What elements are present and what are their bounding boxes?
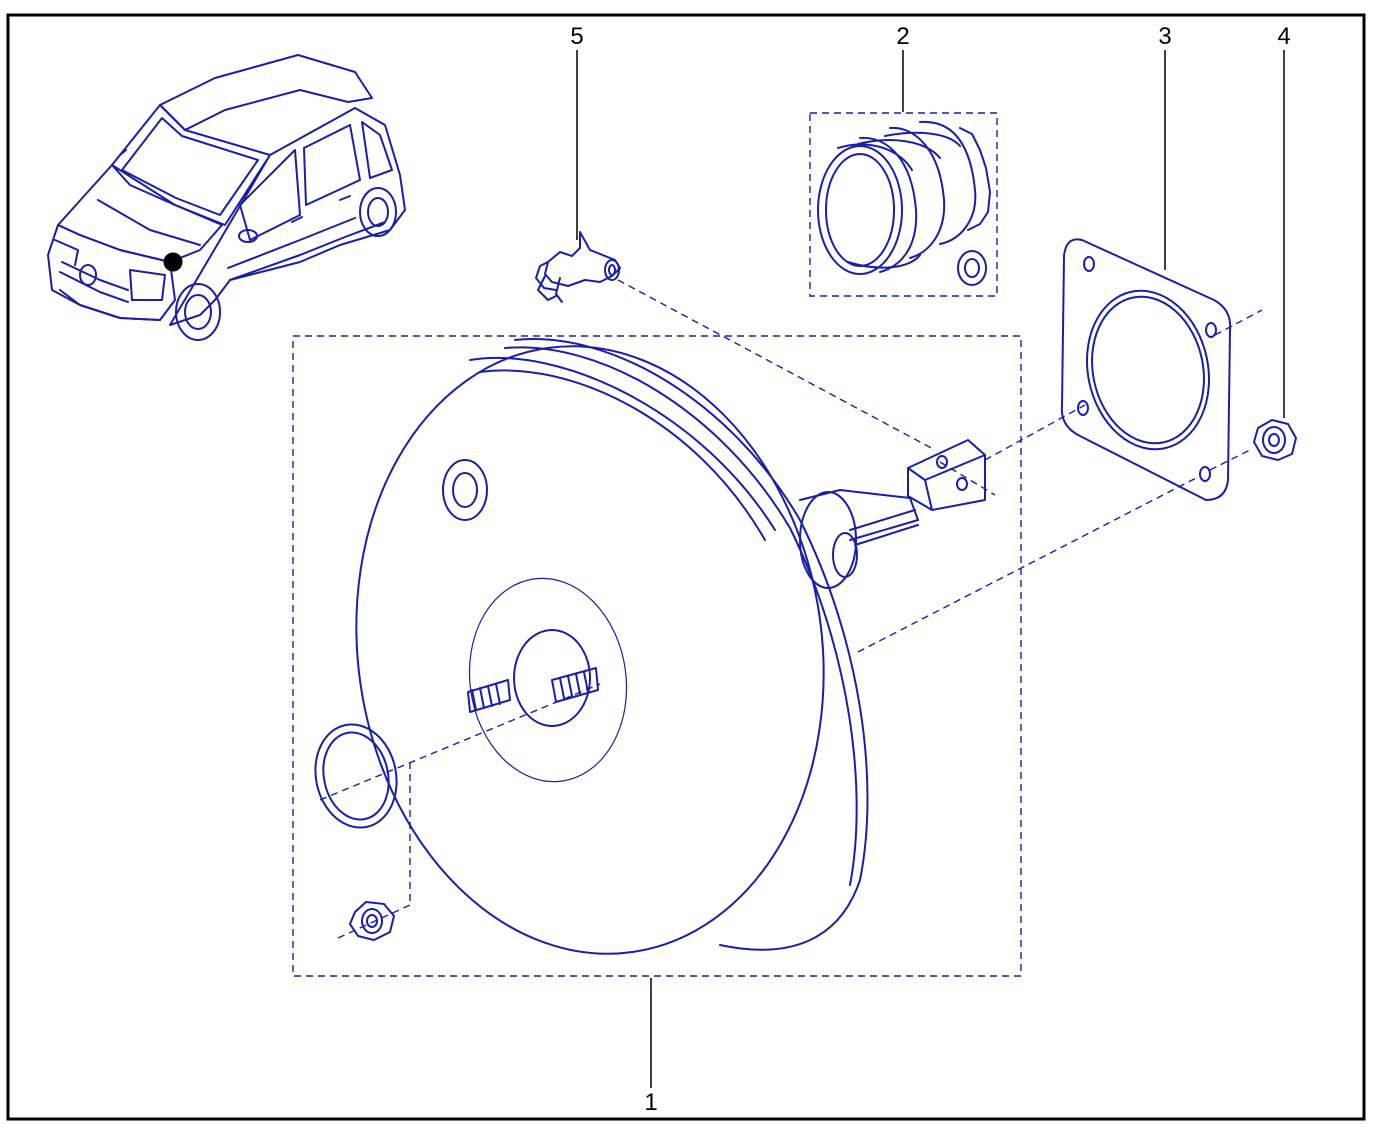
location-marker-icon [163,252,183,272]
callout-3: 3 [1158,23,1171,50]
vehicle-location-icon [47,54,406,341]
bellows-kit-group-box [809,112,998,297]
callout-4: 4 [1277,23,1290,50]
nut-part [1253,419,1297,461]
brake-booster-part [314,338,986,955]
callout-2: 2 [896,23,909,50]
bellows-kit-part [817,120,991,286]
assembly-guides [292,112,1263,977]
booster-group-box [292,335,1022,977]
callout-1: 1 [644,1089,657,1116]
callout-5: 5 [570,23,583,50]
diagram-frame [6,13,1366,1121]
clip-part [535,231,621,303]
gasket-part [1060,238,1232,501]
callout-leaders [576,50,1285,1088]
